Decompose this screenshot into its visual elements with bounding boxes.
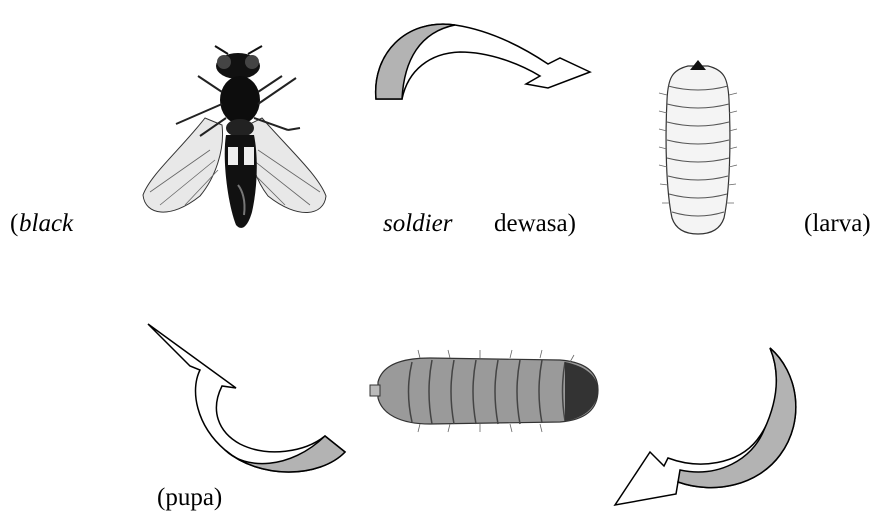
larva-label: (larva) bbox=[804, 209, 871, 239]
adult-label-open-paren: ( bbox=[10, 209, 18, 239]
pupa-illustration bbox=[370, 350, 598, 432]
adult-label-black: black bbox=[19, 209, 73, 239]
pupa-label: (pupa) bbox=[157, 483, 222, 513]
adult-label-dewasa: dewasa) bbox=[494, 209, 576, 239]
larva-illustration bbox=[659, 60, 737, 234]
adult-fly-illustration bbox=[143, 46, 326, 228]
adult-label-soldier: soldier bbox=[383, 209, 452, 239]
